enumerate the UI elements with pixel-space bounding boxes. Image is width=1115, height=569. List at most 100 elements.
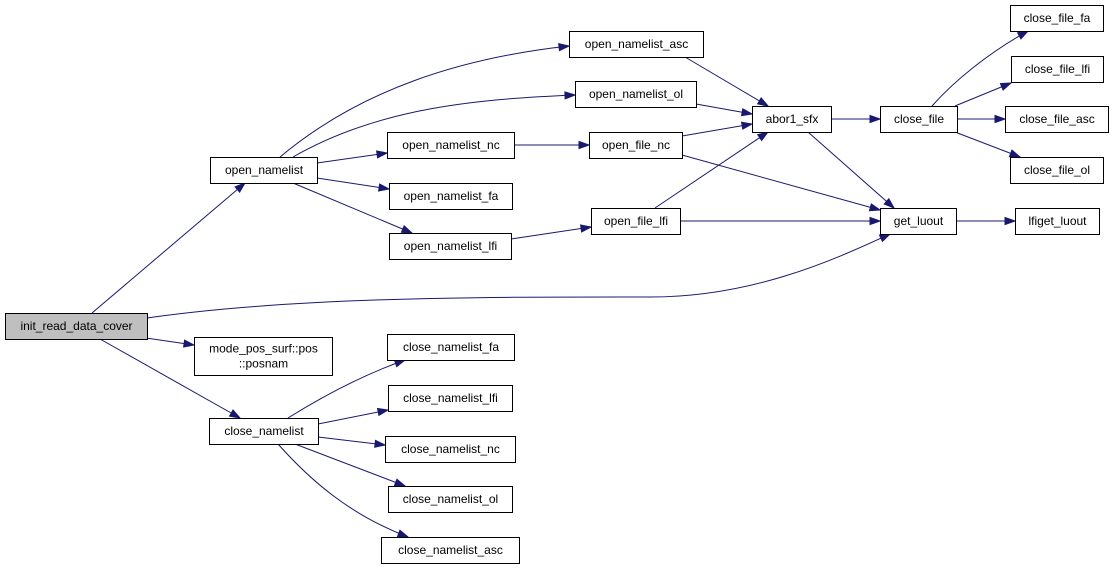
- node-label: close_file_lfi: [1025, 62, 1090, 76]
- edge-close_file-to-close_file_lfi: [954, 82, 1013, 107]
- node-box: [1011, 56, 1104, 83]
- node-box: [194, 337, 333, 376]
- node-box: [209, 418, 319, 445]
- node-box: [589, 132, 683, 159]
- arrowhead-icon: [1016, 30, 1030, 40]
- edge-line: [317, 436, 386, 446]
- node-open-file-lfi[interactable]: open_file_lfi: [591, 208, 681, 235]
- node-label: ::posnam: [239, 357, 288, 371]
- node-lfiget-luout[interactable]: lfiget_luout: [1015, 208, 1100, 235]
- arrowhead-icon: [393, 478, 407, 487]
- edge-init_read_data_cover-to-mode_pos_surf: [145, 337, 196, 348]
- arrowhead-icon: [376, 150, 389, 159]
- arrowhead-icon: [868, 203, 882, 212]
- node-label: open_file_lfi: [604, 214, 668, 228]
- node-open-namelist-ol[interactable]: open_namelist_ol: [575, 81, 697, 108]
- arrowhead-icon: [869, 114, 882, 124]
- arrowhead-icon: [377, 183, 391, 192]
- node-box: [569, 31, 704, 58]
- node-open-namelist[interactable]: open_namelist: [210, 157, 318, 184]
- node-get-luout[interactable]: get_luout: [880, 208, 957, 235]
- node-close-file-lfi[interactable]: close_file_lfi: [1011, 56, 1104, 83]
- node-init-read-data-cover[interactable]: init_read_data_cover: [5, 313, 148, 340]
- edge-open_namelist_nc-to-open_file_nc: [514, 140, 591, 150]
- edge-open_file_lfi-to-abor1_sfx: [654, 131, 770, 209]
- edge-get_luout-to-lfiget_luout: [956, 216, 1017, 226]
- edge-open_namelist-to-open_namelist_asc: [279, 42, 571, 158]
- edge-close_file-to-close_file_ol: [954, 131, 1022, 158]
- edge-line: [931, 30, 1029, 107]
- node-box: [387, 132, 515, 159]
- edge-line: [684, 56, 769, 107]
- node-box: [389, 233, 512, 260]
- edge-open_namelist-to-open_namelist_fa: [316, 177, 391, 192]
- node-box: [387, 334, 515, 361]
- node-close-file-asc[interactable]: close_file_asc: [1005, 106, 1109, 133]
- node-box: [1005, 106, 1109, 133]
- node-box: [880, 106, 958, 133]
- edge-open_namelist-to-open_namelist_lfi: [292, 182, 414, 234]
- edge-line: [681, 123, 753, 137]
- edge-open_namelist-to-open_namelist_ol: [292, 91, 577, 158]
- call-edges: [91, 30, 1030, 538]
- arrowhead-icon: [183, 339, 196, 348]
- node-box: [575, 81, 697, 108]
- node-label: close_namelist_ol: [403, 492, 498, 506]
- arrowhead-icon: [999, 82, 1013, 91]
- node-label: open_namelist_fa: [404, 189, 499, 203]
- edge-line: [91, 182, 246, 314]
- edge-open_namelist_lfi-to-open_file_lfi: [510, 224, 593, 240]
- node-box: [388, 486, 513, 513]
- node-box: [389, 183, 513, 210]
- node-mode-pos-surf[interactable]: mode_pos_surf::pos::posnam: [194, 337, 333, 376]
- edge-line: [510, 226, 592, 240]
- node-label: mode_pos_surf::pos: [209, 342, 318, 356]
- arrowhead-icon: [1004, 216, 1017, 226]
- edge-line: [316, 152, 388, 164]
- node-abor1-sfx[interactable]: abor1_sfx: [752, 106, 832, 133]
- node-open-namelist-fa[interactable]: open_namelist_fa: [389, 183, 513, 210]
- node-box: [1010, 157, 1104, 184]
- node-label: open_namelist_lfi: [404, 239, 497, 253]
- edge-open_namelist-to-open_namelist_nc: [316, 150, 389, 164]
- node-close-namelist[interactable]: close_namelist: [209, 418, 319, 445]
- arrowhead-icon: [578, 140, 591, 150]
- arrowhead-icon: [994, 114, 1007, 124]
- node-box: [5, 313, 148, 340]
- edge-close_namelist-to-close_namelist_lfi: [317, 407, 390, 425]
- node-open-namelist-asc[interactable]: open_namelist_asc: [569, 31, 704, 58]
- node-open-namelist-lfi[interactable]: open_namelist_lfi: [389, 233, 512, 260]
- node-label: init_read_data_cover: [20, 319, 132, 333]
- edge-line: [294, 443, 406, 487]
- node-close-file-fa[interactable]: close_file_fa: [1010, 5, 1104, 32]
- edge-close_namelist-to-close_namelist_ol: [294, 443, 407, 487]
- edge-init_read_data_cover-to-get_luout: [146, 233, 892, 319]
- edge-line: [954, 131, 1021, 158]
- node-box: [1010, 5, 1104, 32]
- node-label: close_file_ol: [1024, 163, 1090, 177]
- node-open-namelist-nc[interactable]: open_namelist_nc: [387, 132, 515, 159]
- node-close-file[interactable]: close_file: [880, 106, 958, 133]
- edge-abor1_sfx-to-close_file: [831, 114, 882, 124]
- arrowhead-icon: [740, 121, 754, 130]
- node-close-namelist-ol[interactable]: close_namelist_ol: [388, 486, 513, 513]
- node-box: [210, 157, 318, 184]
- node-close-namelist-fa[interactable]: close_namelist_fa: [387, 334, 515, 361]
- node-label: close_file_asc: [1019, 112, 1094, 126]
- node-close-namelist-asc[interactable]: close_namelist_asc: [381, 537, 520, 564]
- node-open-file-nc[interactable]: open_file_nc: [589, 132, 683, 159]
- arrowhead-icon: [1008, 149, 1022, 158]
- node-label: open_namelist_nc: [402, 138, 499, 152]
- arrowhead-icon: [376, 407, 390, 417]
- edge-line: [277, 443, 409, 538]
- node-box: [385, 436, 516, 463]
- node-label: open_namelist_asc: [585, 37, 688, 51]
- node-close-namelist-nc[interactable]: close_namelist_nc: [385, 436, 516, 463]
- edge-line: [654, 131, 769, 209]
- node-close-file-ol[interactable]: close_file_ol: [1010, 157, 1104, 184]
- node-close-namelist-lfi[interactable]: close_namelist_lfi: [388, 385, 513, 412]
- arrowhead-icon: [869, 216, 882, 226]
- edge-open_file_nc-to-abor1_sfx: [681, 121, 754, 137]
- edge-close_namelist-to-close_namelist_asc: [277, 443, 410, 538]
- node-box: [591, 208, 681, 235]
